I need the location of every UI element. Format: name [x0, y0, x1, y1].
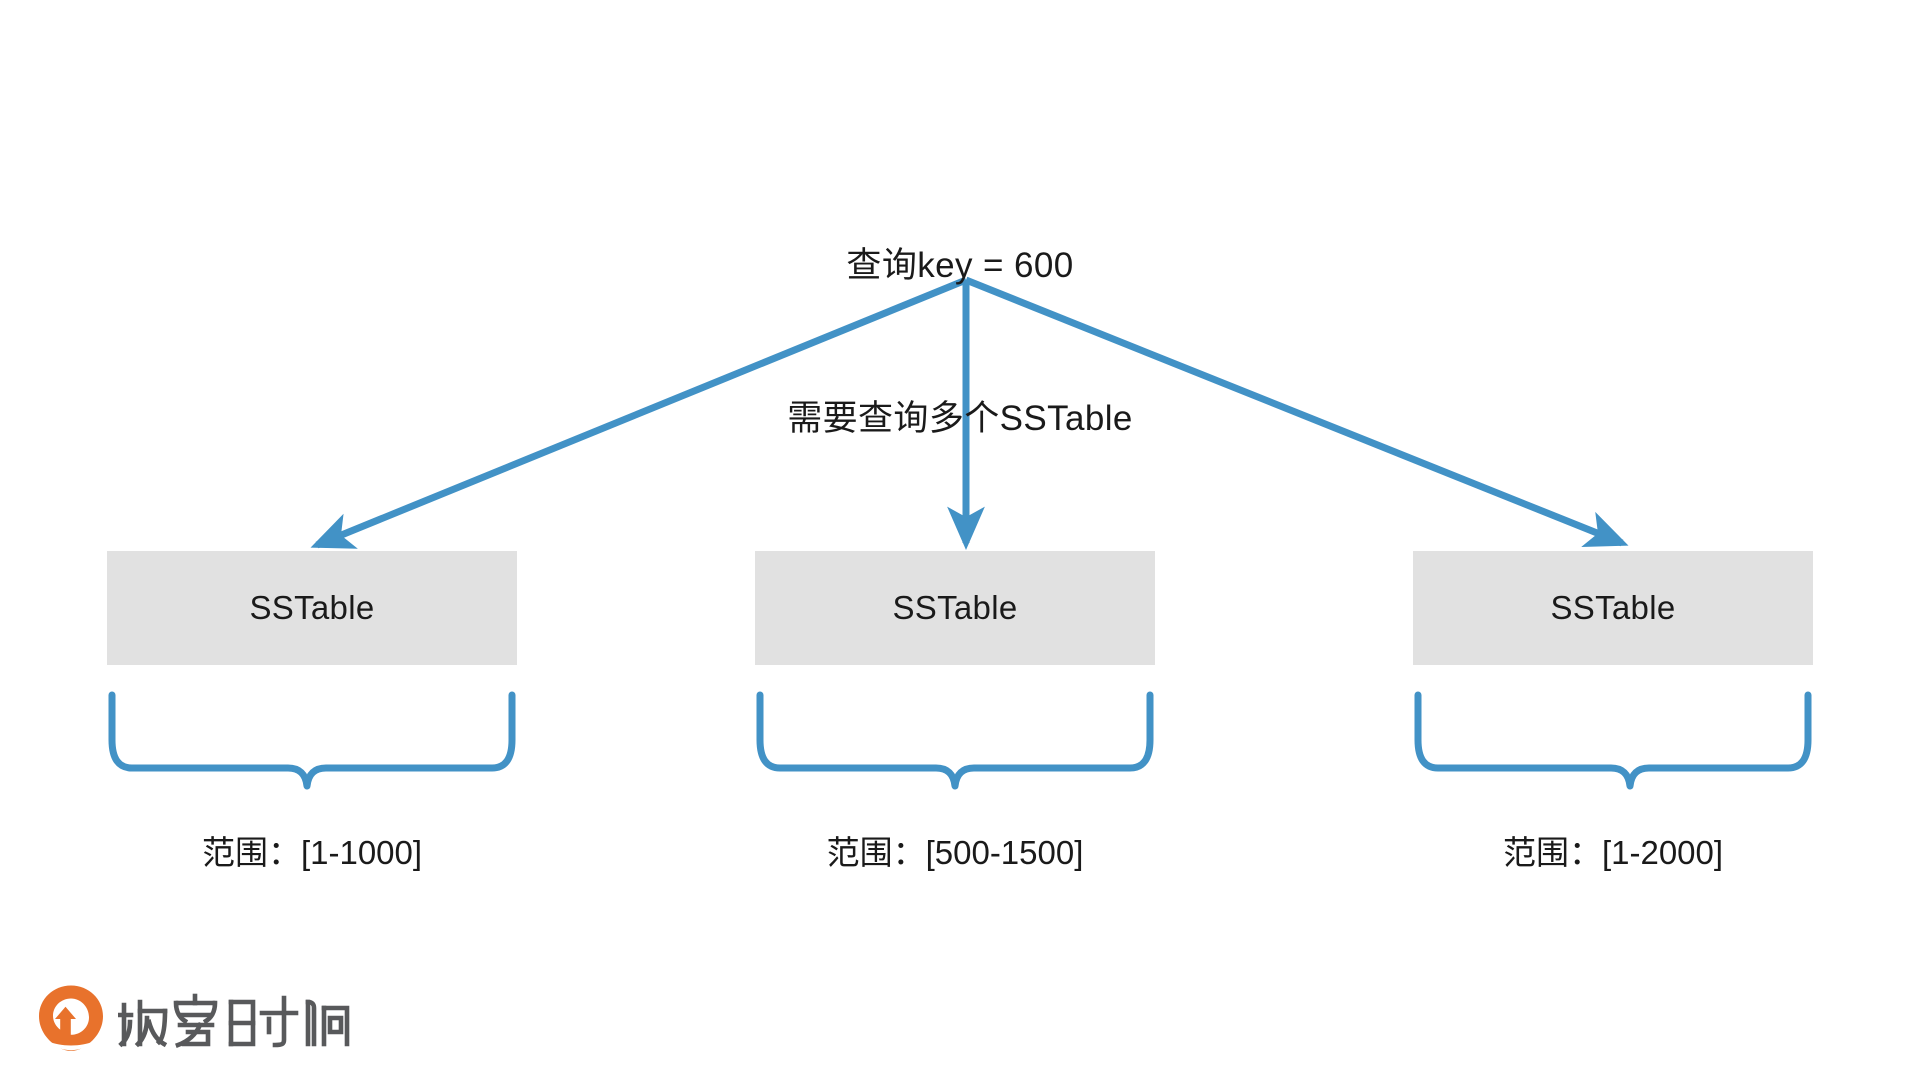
query-title-line-1: 查询key = 600 [846, 246, 1074, 285]
query-title-line-2: 需要查询多个SSTable [787, 399, 1133, 438]
brand-logo [38, 984, 350, 1058]
range-label-1: 范围：[500-1500] [826, 834, 1084, 871]
geektime-wordmark [118, 993, 350, 1048]
range-label-0: 范围：[1-1000] [201, 834, 423, 871]
sstable-box-label: SSTable [892, 589, 1018, 626]
sstable-box-2: SSTable [1413, 551, 1813, 665]
brace-sstable-1 [756, 691, 1154, 790]
arrow-to-sstable-2 [964, 276, 1629, 547]
query-title: 查询key = 600 需要查询多个SSTable [0, 138, 1920, 546]
range-label-2: 范围：[1-2000] [1502, 834, 1724, 871]
arrow-to-sstable-0 [310, 276, 968, 549]
brace-sstable-2 [1414, 691, 1812, 790]
sstable-box-1: SSTable [755, 551, 1155, 665]
sstable-box-label: SSTable [1550, 589, 1676, 626]
brace-sstable-0 [108, 691, 516, 790]
sstable-box-0: SSTable [107, 551, 517, 665]
geektime-pin-icon [39, 985, 103, 1051]
sstable-box-label: SSTable [249, 589, 375, 626]
